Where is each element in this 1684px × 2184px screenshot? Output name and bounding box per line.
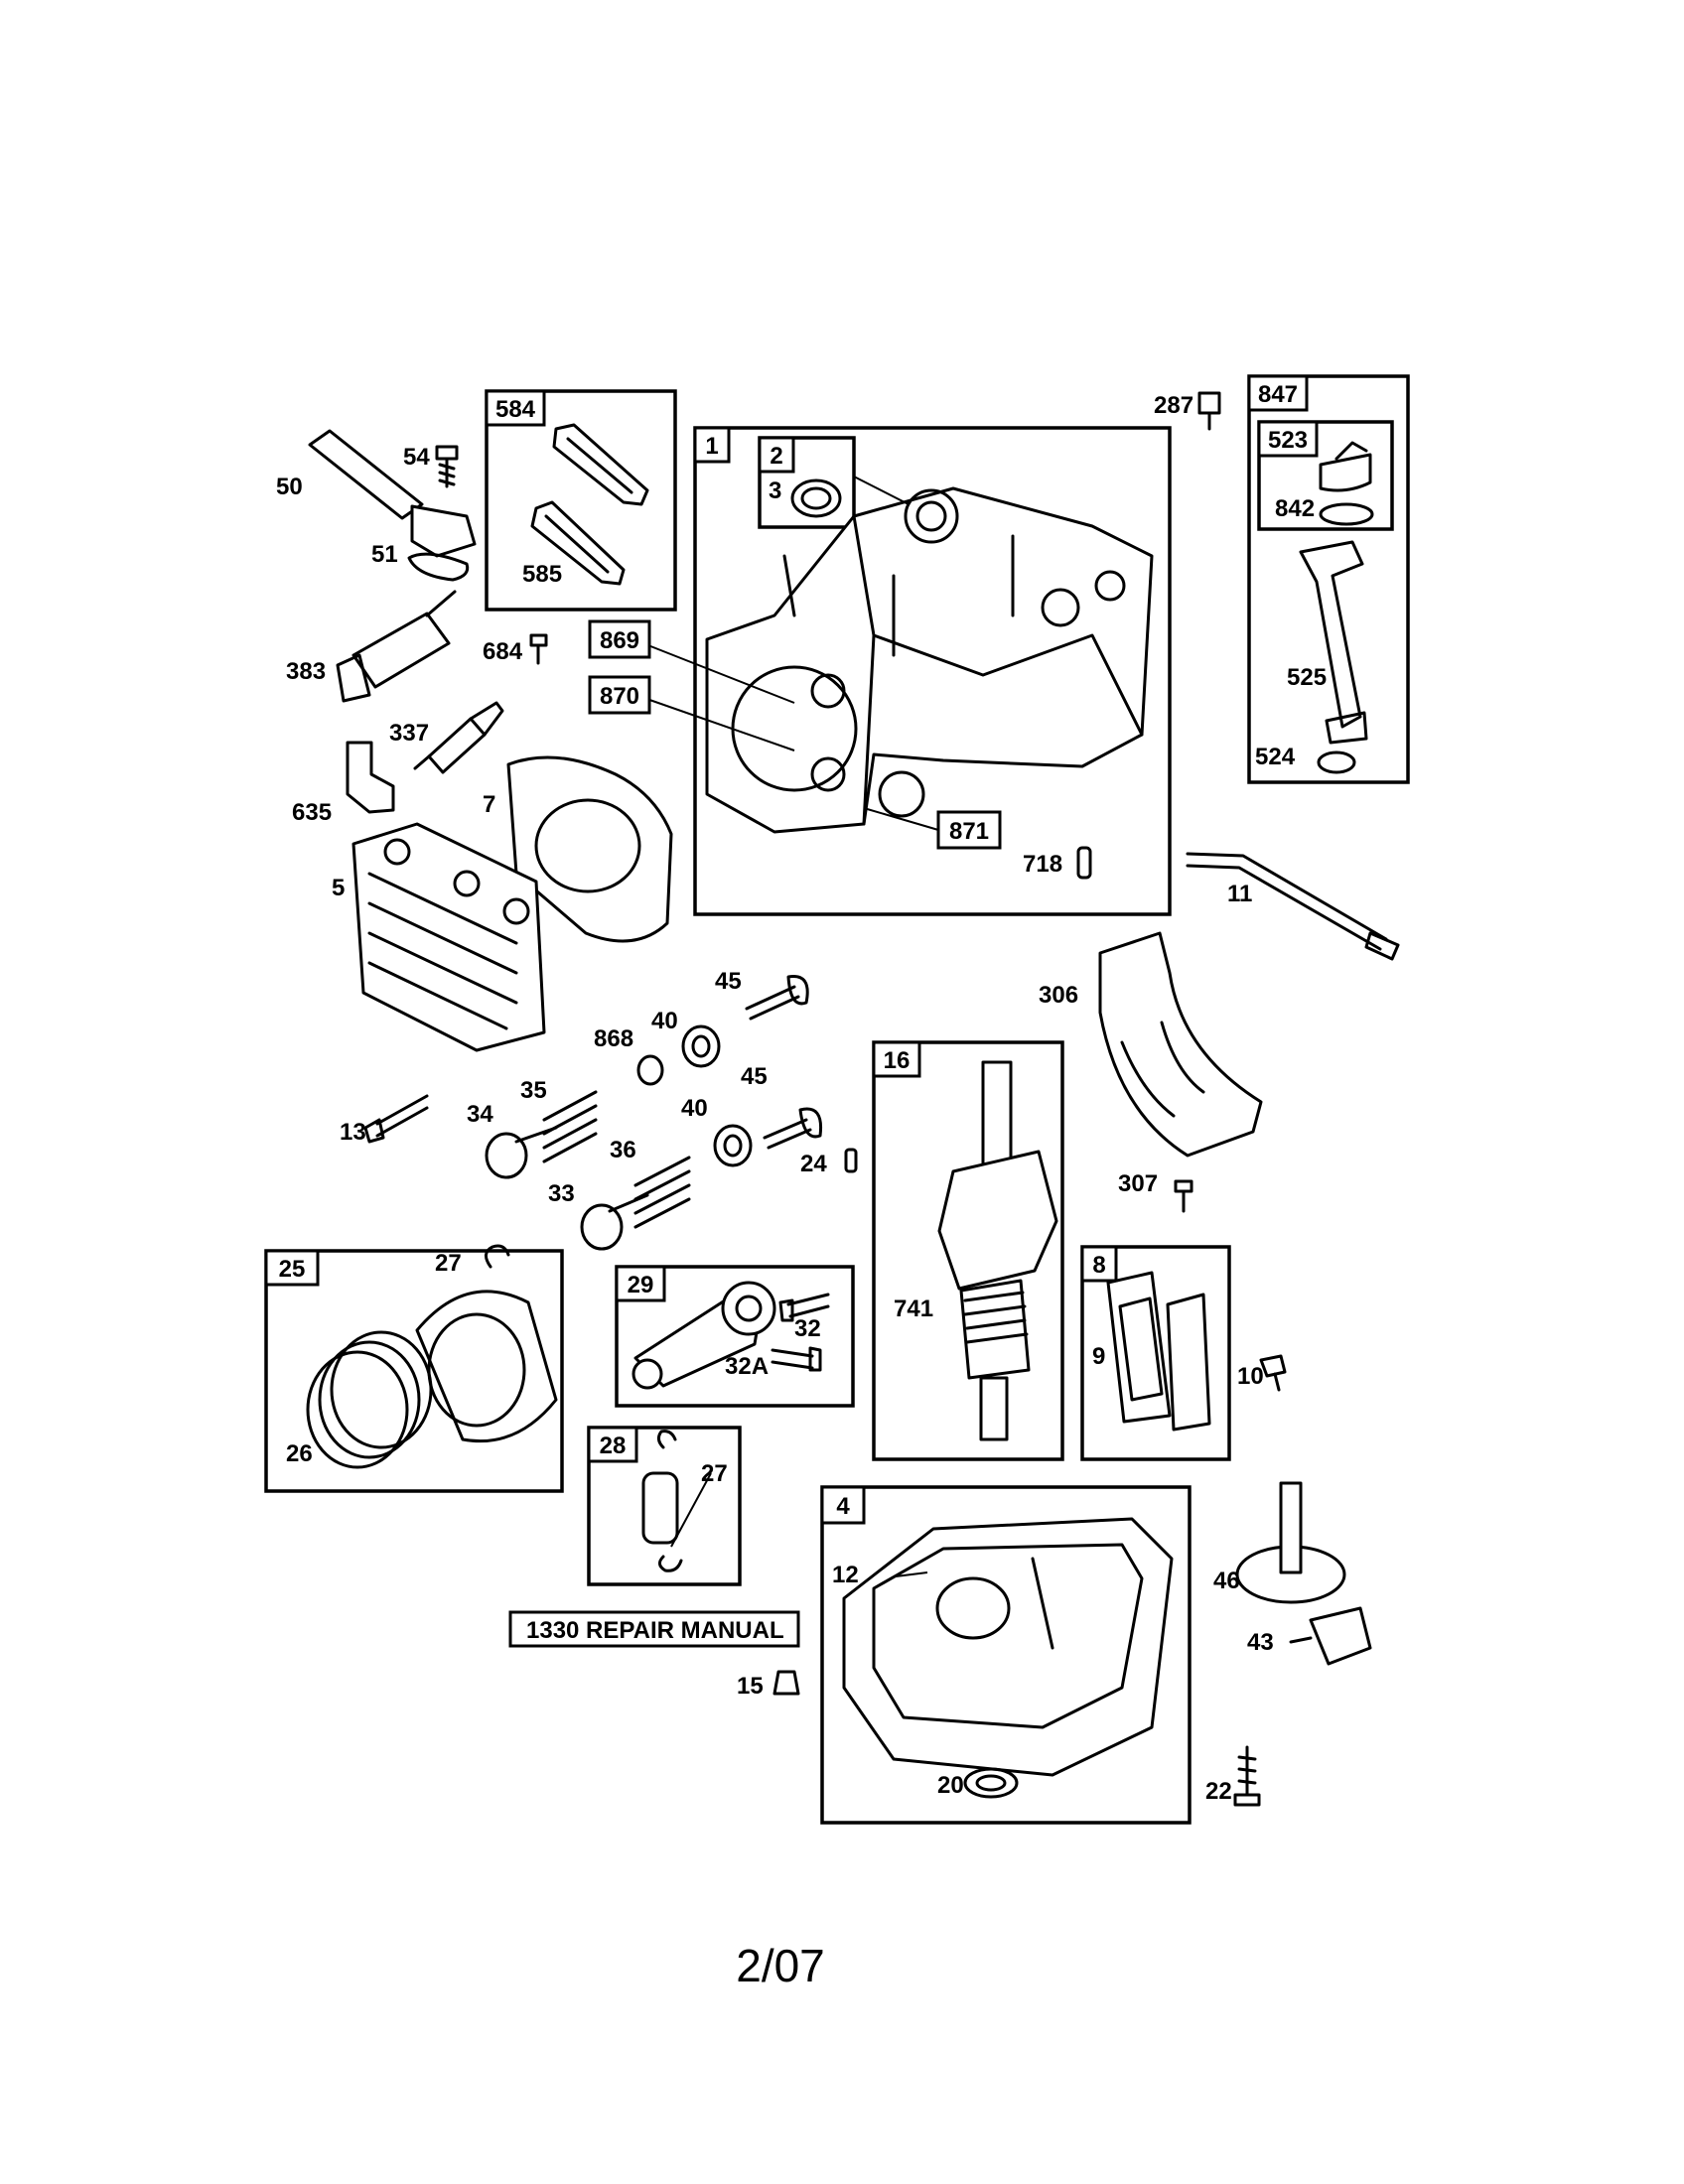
piston-rings-drawing [306,1350,409,1469]
gasket-584-drawing [552,423,649,506]
callout-842: 842 [1275,495,1315,522]
callout-46: 46 [1213,1568,1240,1594]
head-gasket-drawing [506,755,673,943]
callout-45a: 45 [715,968,742,995]
seal-3-drawing [790,478,842,518]
callout-40b: 40 [681,1095,708,1122]
callout-868: 868 [594,1025,633,1052]
crankshaft-drawing [937,1060,1058,1441]
callout-50: 50 [276,474,303,500]
callout-10: 10 [1237,1363,1264,1390]
crankcase-drawing [705,486,1154,834]
dipstick-tube-drawing [1299,540,1368,745]
governor-gear-drawing [1235,1481,1346,1604]
kit-label-871: 871 [949,818,989,845]
callout-33: 33 [548,1180,575,1207]
callout-51: 51 [371,541,398,568]
leader-lines [634,476,939,1577]
callout-26: 26 [286,1440,313,1467]
piston-drawing [415,1290,558,1443]
connecting-rod-drawing [632,1281,776,1390]
callout-5: 5 [332,875,345,901]
callout-12: 12 [832,1562,859,1588]
kit-label-28: 28 [600,1433,627,1459]
repair-manual-label: 1330 REPAIR MANUAL [526,1617,784,1644]
breather-cover-drawing [1166,1293,1211,1432]
kit-label-523: 523 [1268,427,1308,454]
callout-306: 306 [1039,982,1078,1009]
breather-tube-drawing [308,429,477,558]
kit-label-4: 4 [836,1493,850,1520]
page-footer-date: 2/07 [736,1940,825,1991]
fuel-solenoid-drawing [336,590,457,703]
callout-35: 35 [520,1077,547,1104]
callout-36: 36 [610,1137,636,1163]
callout-718: 718 [1023,851,1062,878]
valve-spring-36-drawing [580,1156,691,1251]
kit-label-16: 16 [884,1047,911,1074]
baffle-306-drawing [1098,931,1263,1158]
valve-spring-35-drawing [485,1090,598,1179]
callout-22: 22 [1205,1778,1232,1805]
kit-label-8: 8 [1092,1252,1105,1279]
spark-boot-drawing [346,741,395,814]
kit-label-870: 870 [600,683,639,710]
callout-7: 7 [483,791,495,818]
callout-43: 43 [1247,1629,1274,1656]
tube-11-drawing [1186,852,1388,951]
gasket-51-drawing [407,552,470,582]
callout-54: 54 [403,444,430,471]
kit-label-29: 29 [628,1272,654,1298]
callout-labels: 54 50 51 585 383 684 337 635 7 5 3 287 8… [276,392,1327,1805]
callout-585: 585 [522,561,562,588]
screw-684-drawing [529,633,548,665]
screw-54-drawing [435,445,459,488]
repair-manual-tag: 1330 REPAIR MANUAL [508,1610,800,1648]
callout-40a: 40 [651,1008,678,1034]
spark-plug-drawing [413,701,504,774]
callout-287: 287 [1154,392,1193,419]
callout-337: 337 [389,720,429,747]
kit-label-25: 25 [279,1256,306,1283]
callout-27b: 27 [701,1460,728,1487]
bolt-287-drawing [1197,391,1221,415]
callout-32a: 32A [725,1353,769,1380]
piston-pin-drawing [641,1471,679,1545]
callout-45b: 45 [741,1063,768,1090]
gasket-585-drawing [530,500,626,586]
kit-label-584: 584 [495,396,536,423]
kit-label-847: 847 [1258,381,1298,408]
valve-45b-drawing [763,1107,823,1150]
callout-20: 20 [937,1772,964,1799]
kit-label-869: 869 [600,627,639,654]
callout-383: 383 [286,658,326,685]
callout-32: 32 [794,1315,821,1342]
kit-label-1: 1 [705,433,718,460]
cylinder-head-drawing [351,822,546,1052]
callout-524: 524 [1255,744,1296,770]
pin-718-drawing [1076,846,1092,880]
callout-684: 684 [483,638,523,665]
callout-24: 24 [800,1151,827,1177]
callout-13: 13 [340,1119,366,1146]
engine-sump-drawing [842,1517,1174,1777]
callout-9: 9 [1092,1343,1105,1370]
callout-307: 307 [1118,1170,1158,1197]
part-drawings [306,391,1400,1807]
callout-3: 3 [769,478,781,504]
callout-27a: 27 [435,1250,462,1277]
valve-45a-drawing [745,975,809,1021]
callout-525: 525 [1287,664,1327,691]
callout-741: 741 [894,1296,933,1322]
breather-gasket-drawing [1106,1271,1172,1424]
kit-label-2: 2 [770,443,782,470]
kit-boxes [264,374,1410,1825]
dipstick-cap-drawing [1319,453,1372,492]
callout-11: 11 [1227,881,1252,907]
kit-tags: 584 1 2 869 870 871 847 523 16 25 29 8 2… [264,374,1319,1525]
callout-635: 635 [292,799,332,826]
callout-34: 34 [467,1101,493,1128]
callout-15: 15 [737,1673,764,1700]
